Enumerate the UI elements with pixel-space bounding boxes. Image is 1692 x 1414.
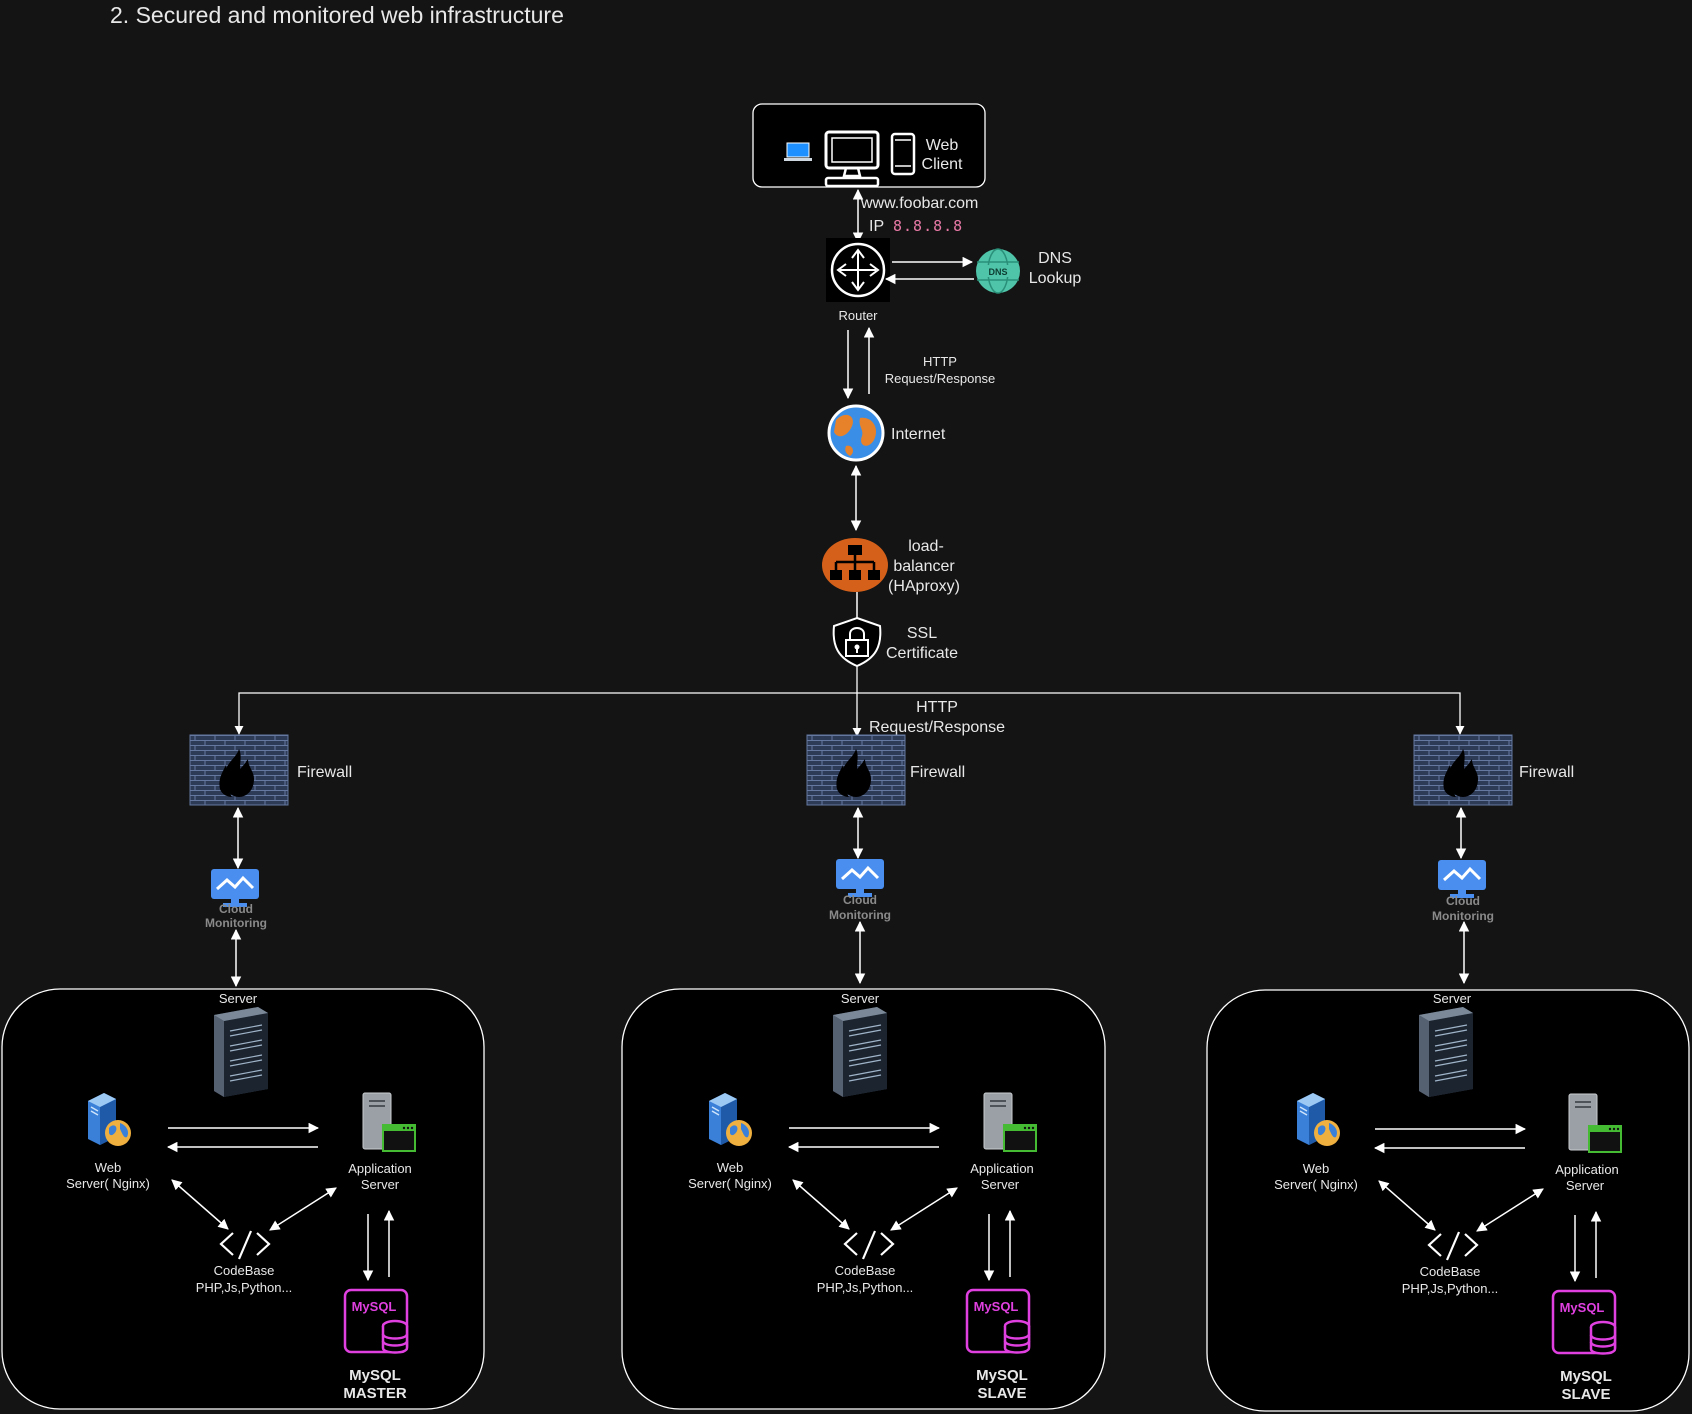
dns-globe-icon [976,248,1020,294]
firewall-label: Firewall [910,764,965,781]
web-server-label-1: Web [717,1160,744,1175]
cloud-monitoring-icon [834,857,886,899]
rack-server-icon [832,1006,888,1098]
desktop-computer-icon [824,130,880,188]
app-code-connector [890,1187,958,1231]
ip-prefix: IP [869,218,884,235]
app-server-label-1: Application [1555,1162,1619,1177]
branch-2: Firewall Cloud Monitoring Server Web Ser… [621,734,1106,1410]
lb-label-2: balancer [893,558,955,575]
web-server-label-1: Web [1303,1161,1330,1176]
db-label-1: MySQL [976,1367,1028,1384]
app-server-label-2: Server [1566,1178,1605,1193]
internet-label: Internet [891,426,946,443]
ssl-shield-lock-icon [832,616,882,668]
domain-label: www.foobar.com [860,195,978,212]
dns-node: DNS DNS Lookup [976,248,1082,294]
web-client-node: Web Client [752,103,986,188]
web-server-label-2: Server( Nginx) [66,1176,150,1191]
http-top-label-2: Request/Response [885,371,996,386]
http-top-label-1: HTTP [923,354,957,369]
http-mid-label-1: HTTP [916,699,958,716]
mysql-badge: MySQL [352,1299,397,1314]
codebase-label-1: CodeBase [1420,1264,1481,1279]
web-server-label-2: Server( Nginx) [688,1176,772,1191]
cloud-monitoring-icon [1436,858,1488,900]
mysql-badge: MySQL [974,1299,1019,1314]
server-label: Server [841,991,880,1006]
mysql-badge: MySQL [1560,1300,1605,1315]
distribution-connectors [234,666,1465,737]
monitoring-label-1: Cloud [843,893,877,907]
monitoring-label-1: Cloud [219,902,253,916]
codebase-label-1: CodeBase [835,1263,896,1278]
firewall-icon [1413,734,1513,806]
page-title: 2. Secured and monitored web infrastruct… [110,2,564,28]
server-label: Server [1433,991,1472,1006]
ssl-node: SSL Certificate [832,616,958,668]
load-balancer-node: load- balancer (HAproxy) [822,538,960,595]
firewall-label: Firewall [1519,764,1574,781]
firewall-label: Firewall [297,764,352,781]
rack-server-icon [1418,1006,1474,1098]
server-label: Server [219,991,258,1006]
codebase-label-2: PHP,Js,Python... [196,1280,293,1295]
lb-label-3: (HAproxy) [888,578,960,595]
dns-label-2: Lookup [1029,270,1082,287]
db-label-1: MySQL [1560,1368,1612,1385]
branch-3: Firewall Cloud Monitoring Server Web Ser… [1206,734,1690,1412]
branch-1: Firewall Cloud Monitoring Server Web Ser… [1,734,485,1410]
app-code-connector [1476,1188,1544,1232]
web-code-connector [171,1179,229,1230]
web-code-connector [792,1179,850,1230]
router-node: Router [826,238,890,323]
web-code-connector [1378,1180,1436,1231]
codebase-label-1: CodeBase [214,1263,275,1278]
monitoring-label-2: Monitoring [205,916,267,930]
web-server-label-2: Server( Nginx) [1274,1177,1358,1192]
laptop-icon [784,142,812,161]
ssl-label-1: SSL [907,625,937,642]
web-server-label-1: Web [95,1160,122,1175]
app-code-connector [269,1187,337,1231]
internet-globe-icon [827,404,885,462]
firewall-icon [189,734,289,806]
dns-badge: DNS [988,267,1007,277]
db-label-2: MASTER [343,1385,407,1402]
load-balancer-icon [822,538,888,592]
http-mid-label-2: Request/Response [869,719,1005,736]
ip-value: 8.8.8.8 [893,217,963,235]
app-server-label-2: Server [361,1177,400,1192]
db-label-1: MySQL [349,1367,401,1384]
app-server-label-1: Application [348,1161,412,1176]
dns-label-1: DNS [1038,250,1072,267]
router-icon [830,242,886,298]
web-client-label-1: Web [926,137,959,154]
internet-node: Internet [827,404,946,462]
codebase-label-2: PHP,Js,Python... [817,1280,914,1295]
monitoring-label-1: Cloud [1446,894,1480,908]
db-label-2: SLAVE [1562,1386,1611,1403]
codebase-label-2: PHP,Js,Python... [1402,1281,1499,1296]
db-label-2: SLAVE [978,1385,1027,1402]
mobile-phone-icon [890,132,916,176]
monitoring-label-2: Monitoring [1432,909,1494,923]
web-client-label-2: Client [922,156,963,173]
app-server-label-1: Application [970,1161,1034,1176]
app-server-label-2: Server [981,1177,1020,1192]
monitoring-label-2: Monitoring [829,908,891,922]
rack-server-icon [213,1006,269,1098]
lb-label-1: load- [908,538,944,555]
firewall-icon [806,734,906,806]
ssl-label-2: Certificate [886,645,958,662]
router-label: Router [838,308,878,323]
